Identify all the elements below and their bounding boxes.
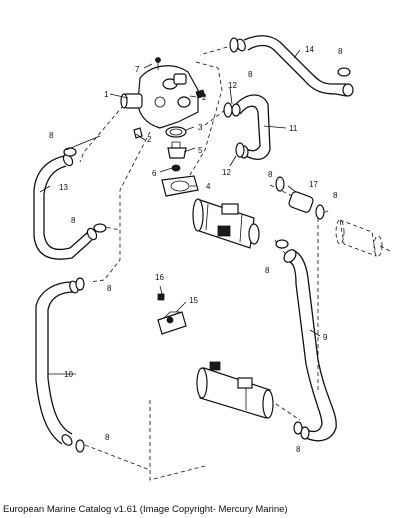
bracket-15 (157, 293, 187, 335)
callout-8h: 8 (333, 191, 338, 200)
hose-clamps (63, 37, 351, 453)
hose-13 (33, 153, 98, 260)
callout-17: 17 (309, 180, 318, 189)
callout-2b: 2 (147, 135, 152, 144)
callout-8a: 8 (49, 131, 54, 140)
connector-17 (288, 191, 393, 257)
callout-1: 1 (104, 90, 109, 99)
hose-9 (283, 249, 337, 442)
dashed-guide-lines (79, 44, 331, 481)
callout-16: 16 (155, 273, 164, 282)
callout-8g: 8 (268, 170, 273, 179)
callout-8i: 8 (105, 433, 110, 442)
callout-9: 9 (323, 333, 328, 342)
callout-4: 4 (206, 182, 211, 191)
callout-5: 5 (198, 146, 203, 155)
callout-8d: 8 (71, 216, 76, 225)
callout-11: 11 (289, 124, 298, 133)
callout-14: 14 (305, 45, 314, 54)
hose-10 (35, 280, 79, 446)
callout-8f: 8 (265, 266, 270, 275)
thermostat-stack (161, 126, 199, 197)
callout-2a: 2 (202, 93, 207, 102)
heat-exchanger-upper (192, 198, 260, 249)
callout-15: 15 (189, 296, 198, 305)
callout-12a: 12 (228, 81, 237, 90)
image-caption: European Marine Catalog v1.61 (Image Cop… (3, 504, 288, 515)
callout-13: 13 (59, 183, 68, 192)
hose-14 (236, 35, 354, 97)
leader-lines (39, 49, 321, 375)
heat-exchanger-lower (196, 361, 274, 419)
callout-8e: 8 (107, 284, 112, 293)
callout-8b: 8 (248, 70, 253, 79)
callout-7: 7 (135, 65, 140, 74)
callout-8j: 8 (296, 445, 301, 454)
callout-10: 10 (64, 370, 73, 379)
callout-8c: 8 (338, 47, 343, 56)
callout-3: 3 (198, 123, 203, 132)
callout-12b: 12 (222, 168, 231, 177)
callout-6: 6 (152, 169, 157, 178)
callout-labels: 1 2 2 3 4 5 6 7 8 8 8 8 8 8 8 8 8 8 9 10… (49, 45, 343, 454)
thermostat-housing (120, 57, 206, 139)
